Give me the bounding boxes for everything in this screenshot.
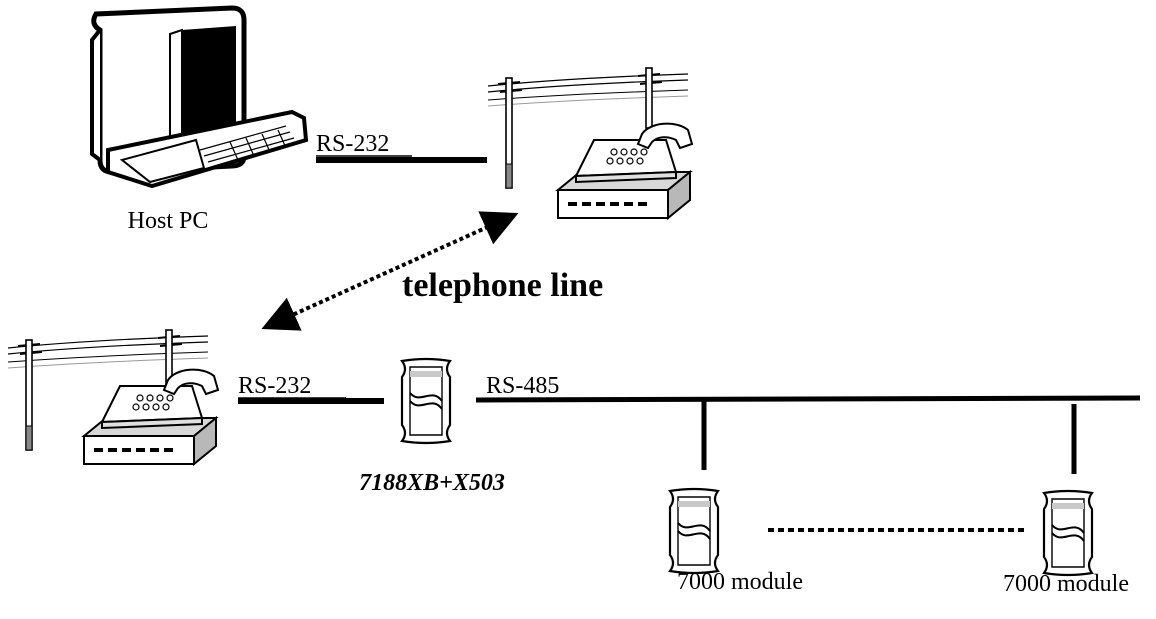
rs232-bottom-label: RS-232 bbox=[238, 373, 311, 399]
controller-module-icon bbox=[400, 357, 452, 445]
telephone-line-label: telephone line bbox=[402, 267, 603, 304]
host-pc-label: Host PC bbox=[128, 208, 209, 234]
module-right-icon bbox=[1042, 489, 1094, 577]
module-left-icon bbox=[668, 487, 720, 575]
modem-bottom-icon bbox=[83, 368, 219, 465]
host-pc-icon bbox=[90, 5, 309, 189]
module-left-label: 7000 module bbox=[677, 569, 803, 595]
rs232-top-label: RS-232 bbox=[316, 131, 389, 157]
rs485-label: RS-485 bbox=[486, 373, 559, 399]
modem-top-icon bbox=[557, 122, 693, 219]
rs485-bus bbox=[475, 395, 1141, 403]
telephone-line-arrow bbox=[261, 211, 519, 331]
module-right-label: 7000 module bbox=[1003, 571, 1129, 597]
controller-label: 7188XB+X503 bbox=[359, 470, 505, 496]
